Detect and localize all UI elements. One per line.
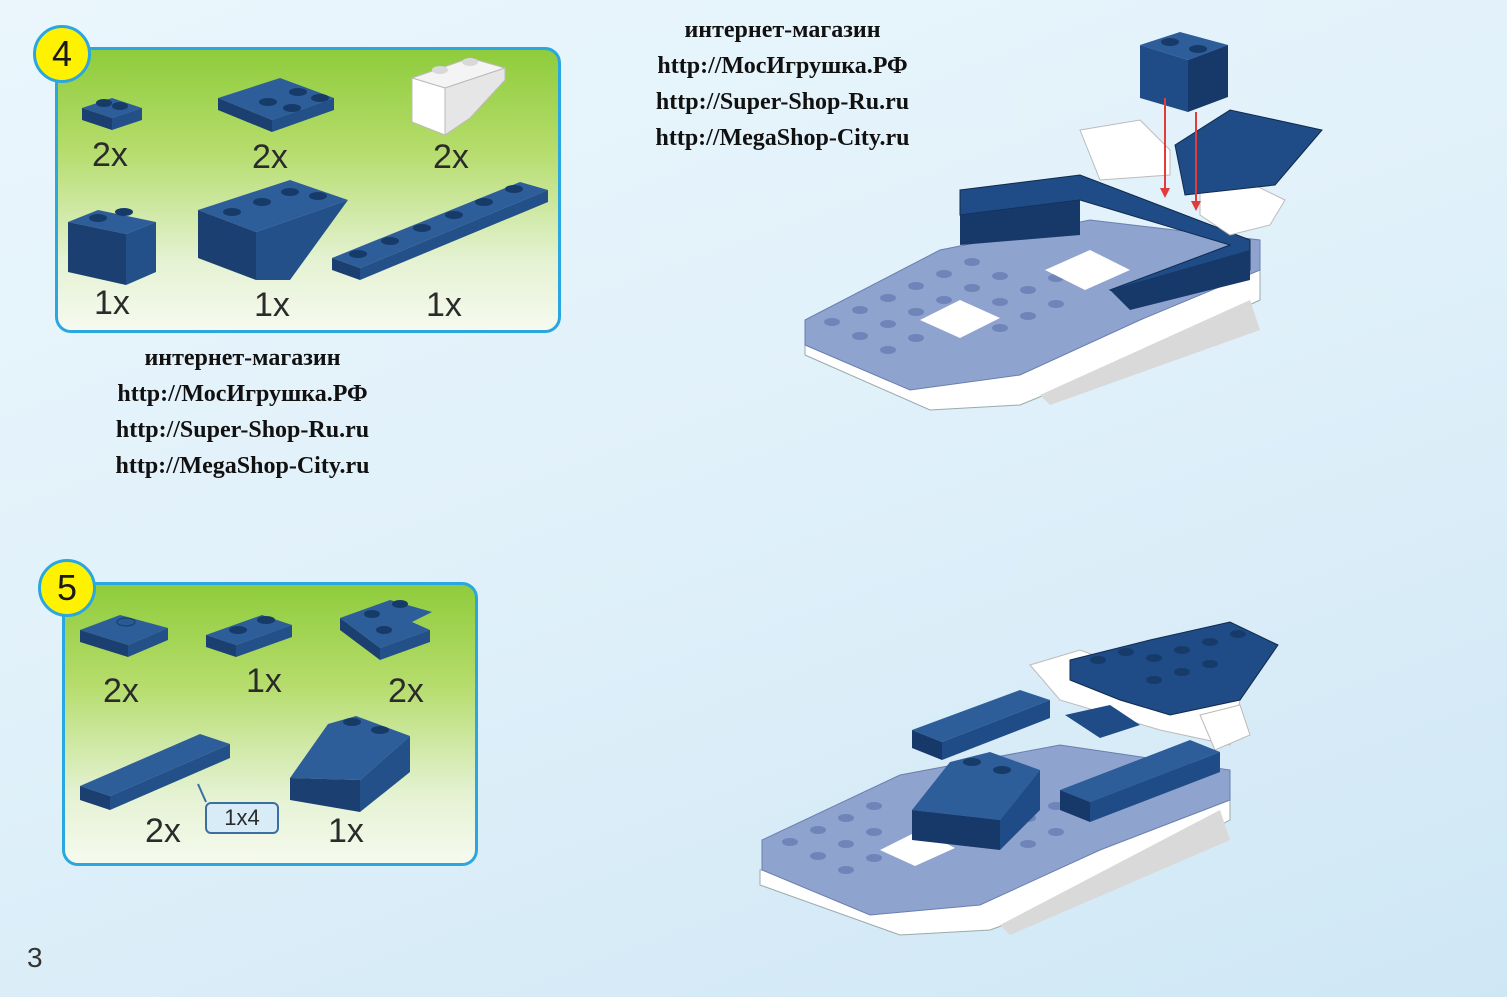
shop-link[interactable]: http://Super-Shop-Ru.ru (115, 417, 370, 443)
page-number: 3 (27, 942, 43, 973)
brick-plate-2x2 (80, 615, 168, 657)
qty-label: 2x (92, 136, 128, 174)
shop-link[interactable]: http://Super-Shop-Ru.ru (655, 89, 910, 115)
brick-tile-1x4 (80, 734, 230, 810)
brick-plate-1x2 (206, 615, 292, 657)
qty-label: 2x (433, 138, 469, 176)
shop-link[interactable]: http://МосИгрушка.РФ (117, 381, 368, 407)
brick-2x2 (68, 208, 156, 285)
brick-plate-1x6 (332, 182, 548, 280)
qty-label: 2x (145, 812, 181, 850)
step-4-badge: 4 (33, 25, 91, 83)
shop-link[interactable]: http://МосИгрушка.РФ (657, 53, 908, 79)
step-4-parts (68, 57, 548, 285)
brick-curved-plate (218, 78, 334, 132)
shop-link[interactable]: http://MegaShop-City.ru (655, 125, 910, 151)
shop-text-left: интернет-магазин http://МосИгрушка.РФ ht… (60, 340, 425, 484)
qty-label: 2x (252, 138, 288, 176)
brick-corner-plate (340, 600, 432, 660)
boat-assembly-step-4 (804, 32, 1323, 411)
shop-link[interactable]: http://MegaShop-City.ru (115, 453, 370, 479)
step-5-parts (80, 600, 432, 812)
size-callout: 1x4 (205, 802, 279, 834)
step-5-badge: 5 (38, 559, 96, 617)
shop-text-top: интернет-магазин http://МосИгрушка.РФ ht… (600, 12, 965, 156)
brick-slope-2x2 (290, 716, 410, 812)
qty-label: 2x (103, 672, 139, 710)
brick-plate-1x2 (82, 98, 142, 130)
qty-label: 1x (254, 286, 290, 324)
boat-assembly-step-5 (759, 621, 1279, 936)
shop-label: интернет-магазин (144, 345, 341, 371)
brick-white-slope (410, 57, 507, 136)
qty-label: 2x (388, 672, 424, 710)
qty-label: 1x (426, 286, 462, 324)
brick-slope-2x3 (198, 180, 348, 280)
qty-label: 1x (94, 284, 130, 322)
qty-label: 1x (246, 662, 282, 700)
shop-label: интернет-магазин (684, 17, 881, 43)
qty-label: 1x (328, 812, 364, 850)
